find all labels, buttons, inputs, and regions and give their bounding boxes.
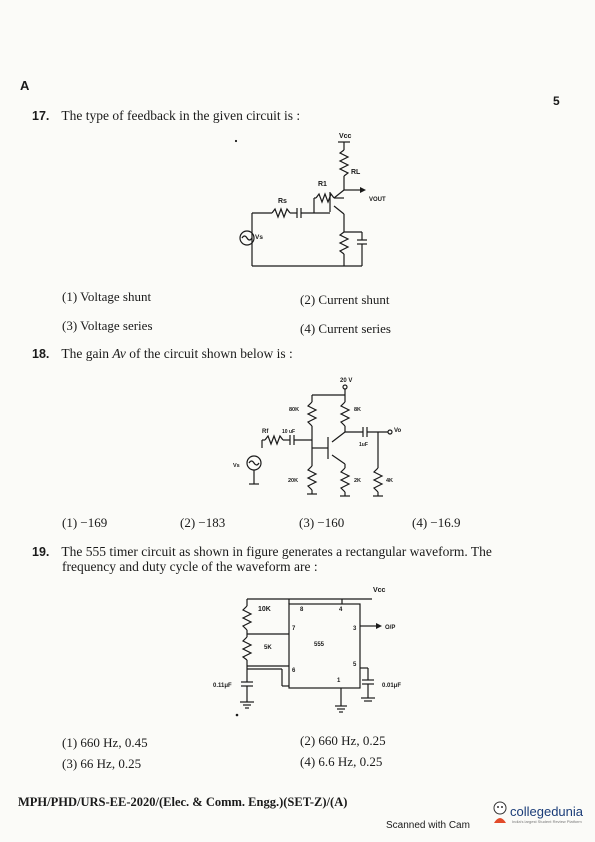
q19-pin-1: 1 [337, 678, 341, 684]
question-17: 17. The type of feedback in the given ci… [32, 107, 300, 125]
q18-option-3: (3) −160 [299, 515, 345, 530]
question-19: 19. The 555 timer circuit as shown in fi… [32, 543, 572, 561]
q18-label-supply: 20 V [340, 378, 352, 384]
q18-option-4: (4) −16.9 [412, 515, 461, 530]
q19-pin-6: 6 [292, 668, 296, 674]
q19-label-vcc: Vcc [373, 587, 386, 594]
q18-circuit [246, 384, 393, 497]
question-text-prefix: The gain [61, 346, 113, 361]
q18-label-1uf: 1uF [359, 442, 368, 448]
mascot-icon [493, 801, 507, 823]
question-text-line2: frequency and duty cycle of the waveform… [62, 559, 318, 574]
q19-label-op: O/P [385, 625, 395, 631]
q17-label-vs: Vs [255, 234, 263, 241]
q19-option-3: (3) 66 Hz, 0.25 [62, 756, 142, 771]
q17-label-rs: Rs [278, 198, 287, 205]
q18-label-vs: Vs [233, 463, 240, 469]
q19-label-5k: 5K [264, 645, 272, 651]
q17-label-rl: RL [351, 169, 361, 176]
q18-label-20k: 20K [288, 478, 298, 484]
set-letter: A [20, 78, 30, 93]
q18-option-2: (2) −183 [180, 515, 226, 530]
q18-label-4k: 4K [386, 478, 393, 484]
question-text-suffix: of the circuit shown below is : [125, 346, 293, 361]
q19-option-1: (1) 660 Hz, 0.45 [62, 735, 148, 750]
q18-label-80k: 80K [289, 407, 299, 413]
scanner-watermark: Scanned with Cam [386, 820, 470, 831]
q18-label-rf: Rf [262, 429, 269, 435]
q17-label-r1: R1 [318, 181, 327, 188]
q17-option-3: (3) Voltage series [62, 318, 153, 333]
collegedunia-logo: collegedunia [510, 804, 584, 819]
q19-label-c2: 0.01μF [382, 683, 401, 689]
q19-pin-7: 7 [292, 626, 296, 632]
gain-symbol: Av [112, 346, 126, 361]
question-number: 17. [32, 109, 50, 123]
question-text: The type of feedback in the given circui… [61, 108, 301, 123]
page-number: 5 [553, 94, 560, 108]
q18-label-10uf: 10 uF [282, 429, 295, 435]
question-number: 19. [32, 545, 50, 559]
question-18: 18. The gain Av of the circuit shown bel… [32, 345, 293, 363]
q19-pin-3: 3 [353, 626, 357, 632]
q17-label-vcc: Vcc [339, 133, 352, 140]
logo-tagline: India's largest Student Review Platform [512, 819, 582, 824]
q18-label-vo: Vo [394, 428, 402, 434]
q17-circuit [239, 141, 367, 267]
paper-code: MPH/PHD/URS-EE-2020/(Elec. & Comm. Engg.… [18, 795, 348, 809]
q17-option-1: (1) Voltage shunt [62, 289, 152, 304]
q19-pin-4: 4 [339, 607, 343, 613]
question-text-line1: The 555 timer circuit as shown in figure… [61, 544, 492, 559]
q19-circuit [240, 598, 382, 713]
q17-option-4: (4) Current series [300, 321, 391, 336]
q19-label-10k: 10K [258, 606, 271, 613]
q19-option-2: (2) 660 Hz, 0.25 [300, 733, 386, 748]
q19-label-c1: 0.11μF [213, 683, 232, 689]
q19-label-555: 555 [314, 642, 325, 648]
q17-option-2: (2) Current shunt [300, 292, 390, 307]
q18-option-1: (1) −169 [62, 515, 108, 530]
q18-label-8k: 8K [354, 407, 361, 413]
q19-option-4: (4) 6.6 Hz, 0.25 [300, 754, 383, 769]
q17-label-vout: VOUT [369, 197, 386, 203]
q19-pin-5: 5 [353, 662, 357, 668]
q18-label-2k: 2K [354, 478, 361, 484]
q19-pin-8: 8 [300, 607, 304, 613]
question-number: 18. [32, 347, 50, 361]
